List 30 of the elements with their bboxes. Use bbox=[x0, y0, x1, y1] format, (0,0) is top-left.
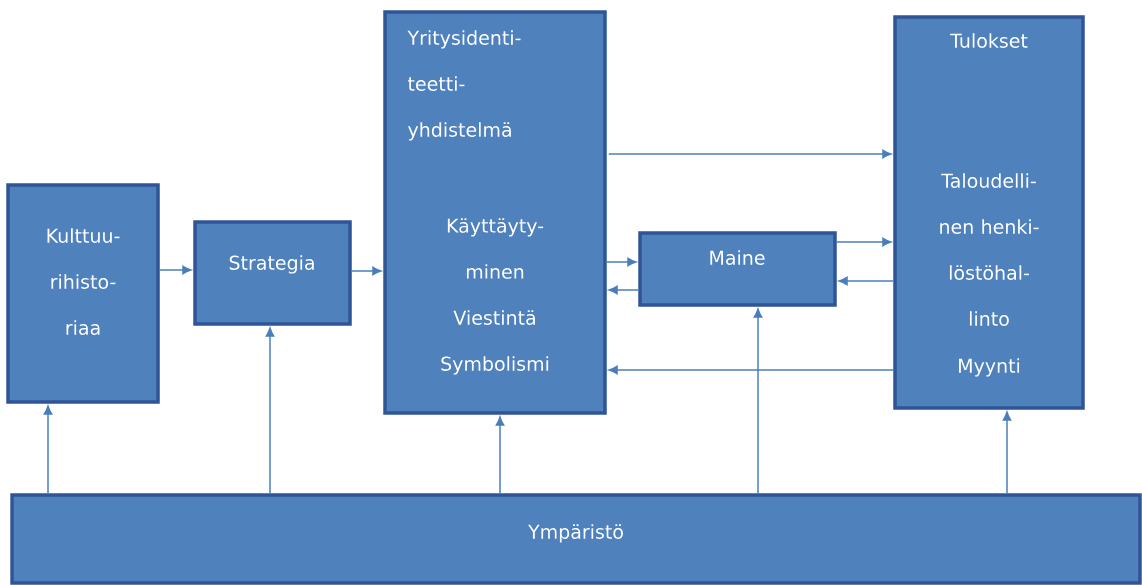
box-label: Strategia bbox=[229, 255, 314, 274]
arrow bbox=[836, 237, 892, 247]
box-label: Taloudelli- nen henki- löstöhal- linto bbox=[940, 173, 1039, 326]
environment-band bbox=[10, 493, 1142, 585]
box-label: Käyttäyty- minen bbox=[447, 218, 544, 279]
arrow bbox=[608, 285, 639, 295]
arrow bbox=[753, 308, 763, 494]
arrow bbox=[265, 327, 275, 494]
box-label: Kulttuu- rihisto- riaa bbox=[47, 228, 120, 335]
arrow bbox=[1002, 411, 1012, 494]
arrow bbox=[608, 365, 894, 375]
arrow bbox=[838, 276, 894, 286]
box-label: Viestintä bbox=[453, 310, 535, 325]
arrow bbox=[351, 266, 382, 276]
box-label: Ympäristö bbox=[528, 524, 623, 543]
process-box bbox=[193, 220, 352, 326]
box-label: Yritysidenti- teetti- yhdistelmä bbox=[407, 30, 521, 141]
arrow bbox=[495, 416, 505, 494]
arrow bbox=[606, 257, 637, 267]
box-label: Symbolismi bbox=[441, 356, 549, 375]
box-label: Maine bbox=[710, 250, 765, 265]
arrow bbox=[608, 149, 892, 159]
process-box bbox=[638, 231, 837, 307]
process-box bbox=[6, 183, 160, 404]
process-box bbox=[383, 10, 607, 415]
arrow bbox=[43, 405, 53, 494]
box-label: Myynti bbox=[959, 358, 1020, 377]
process-box bbox=[893, 15, 1085, 410]
arrow bbox=[159, 265, 192, 275]
box-label: Tulokset bbox=[950, 33, 1028, 48]
